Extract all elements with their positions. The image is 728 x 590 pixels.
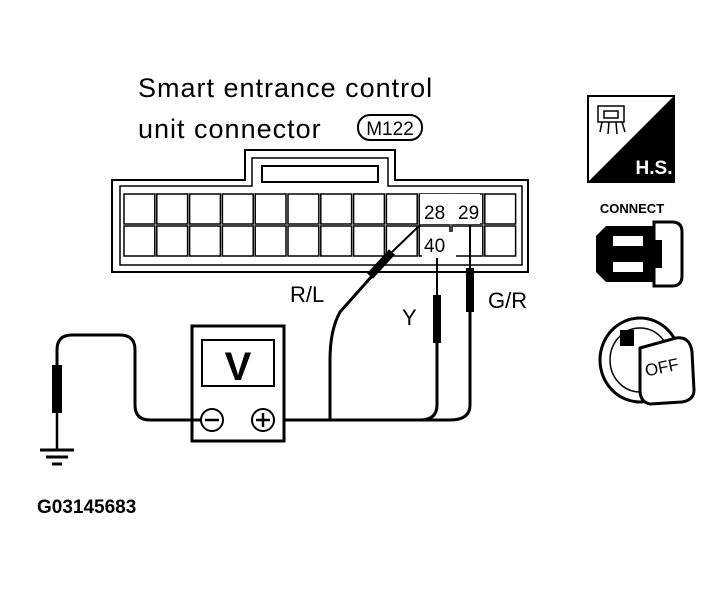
connector-cavity (188, 225, 222, 257)
connector-cavity (451, 225, 484, 257)
connector-body (111, 149, 529, 273)
connector-cavity (287, 193, 320, 225)
ground-lead (52, 333, 201, 450)
wire-label-y: Y (402, 305, 417, 330)
probe-y (419, 258, 441, 422)
connector-cavity (352, 225, 386, 257)
connect-label: CONNECT (600, 201, 664, 216)
connector-cavity (484, 225, 517, 257)
voltmeter: V (190, 324, 286, 443)
probe-rl (328, 224, 421, 420)
connector-cavity (156, 225, 189, 257)
meter-symbol: V (225, 345, 252, 389)
connector-cavity (287, 225, 320, 257)
connector-cavity (123, 193, 156, 225)
pin-label-bg (420, 194, 480, 224)
connector-cavity (484, 193, 517, 225)
connector-cavity (385, 225, 418, 257)
connector-cavity (254, 225, 287, 257)
connector-cavity (385, 193, 418, 225)
title-line1: Smart entrance control (138, 73, 433, 103)
hs-label: H.S. (636, 158, 673, 179)
connector-cavity (123, 225, 156, 257)
probe-gr (283, 225, 474, 422)
connector-cavity (254, 193, 287, 225)
connector-cavity (221, 225, 254, 257)
wire-label-gr: G/R (488, 288, 527, 313)
negative-terminal-icon (200, 408, 224, 432)
connector-cavity (320, 193, 353, 225)
title-line2: unit connector (138, 114, 322, 144)
connector-id-badge: M122 (357, 114, 423, 141)
pin-label-bg-40 (422, 232, 456, 258)
wire-label-rl: R/L (290, 282, 324, 307)
pin-label-40: 40 (424, 236, 445, 257)
connector-plug-icon (596, 220, 684, 288)
ignition-key-off-icon: OFF (598, 316, 696, 406)
figure-code: G03145683 (37, 497, 136, 518)
connector-cavity (221, 193, 254, 225)
connector-cavity (156, 193, 189, 225)
connector-cavity (320, 225, 353, 257)
positive-terminal-icon (251, 408, 275, 432)
harness-side-icon: H.S. (587, 95, 675, 183)
connector-id-text: M122 (366, 119, 414, 140)
connector-cavity (352, 193, 386, 225)
ground-icon (40, 448, 74, 466)
pin-label-28: 28 (424, 203, 445, 224)
connector-cavity (188, 193, 222, 225)
pin-label-29: 29 (458, 203, 479, 224)
